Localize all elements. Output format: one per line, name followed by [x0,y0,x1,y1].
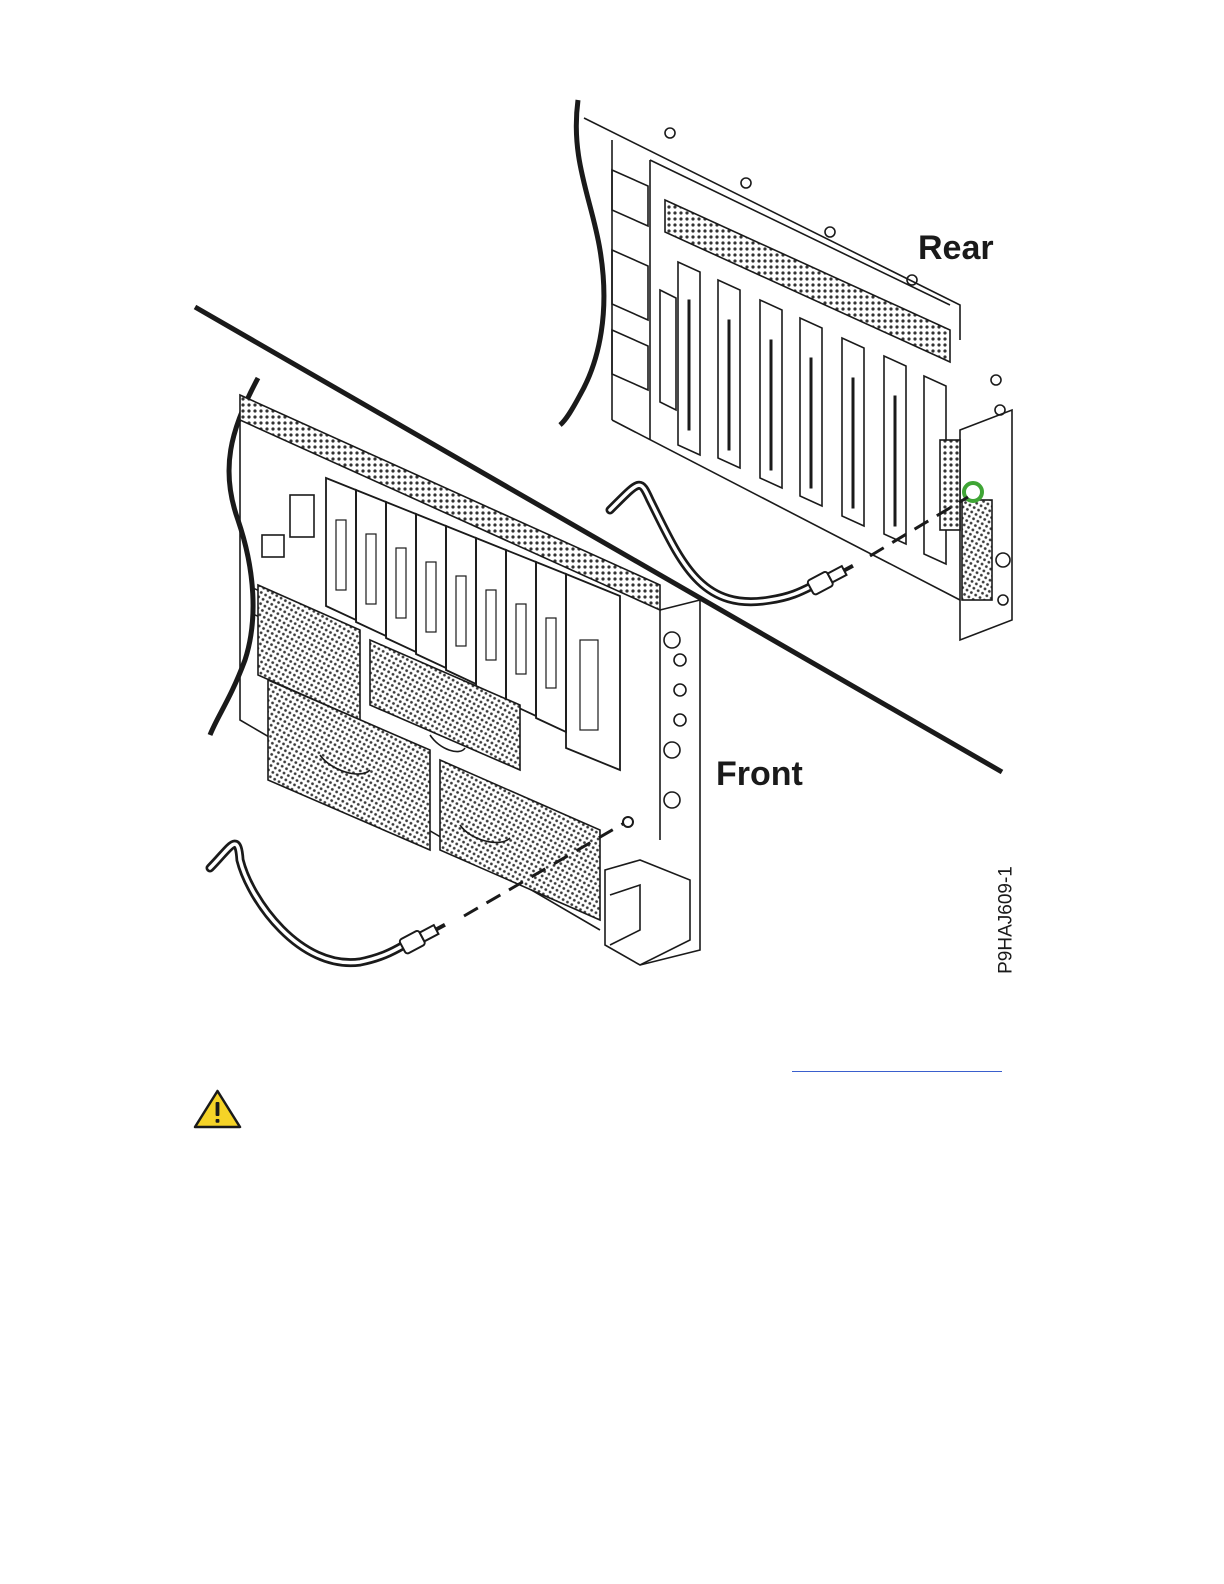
front-chassis-drawing [210,378,700,965]
caution-triangle-icon [193,1089,242,1129]
rear-cable [610,485,968,601]
rear-label: Rear [918,231,994,265]
figure-id-label: P9HAJ609-1 [997,866,1016,974]
front-label: Front [716,757,803,791]
link-underline[interactable] [792,1071,1002,1072]
